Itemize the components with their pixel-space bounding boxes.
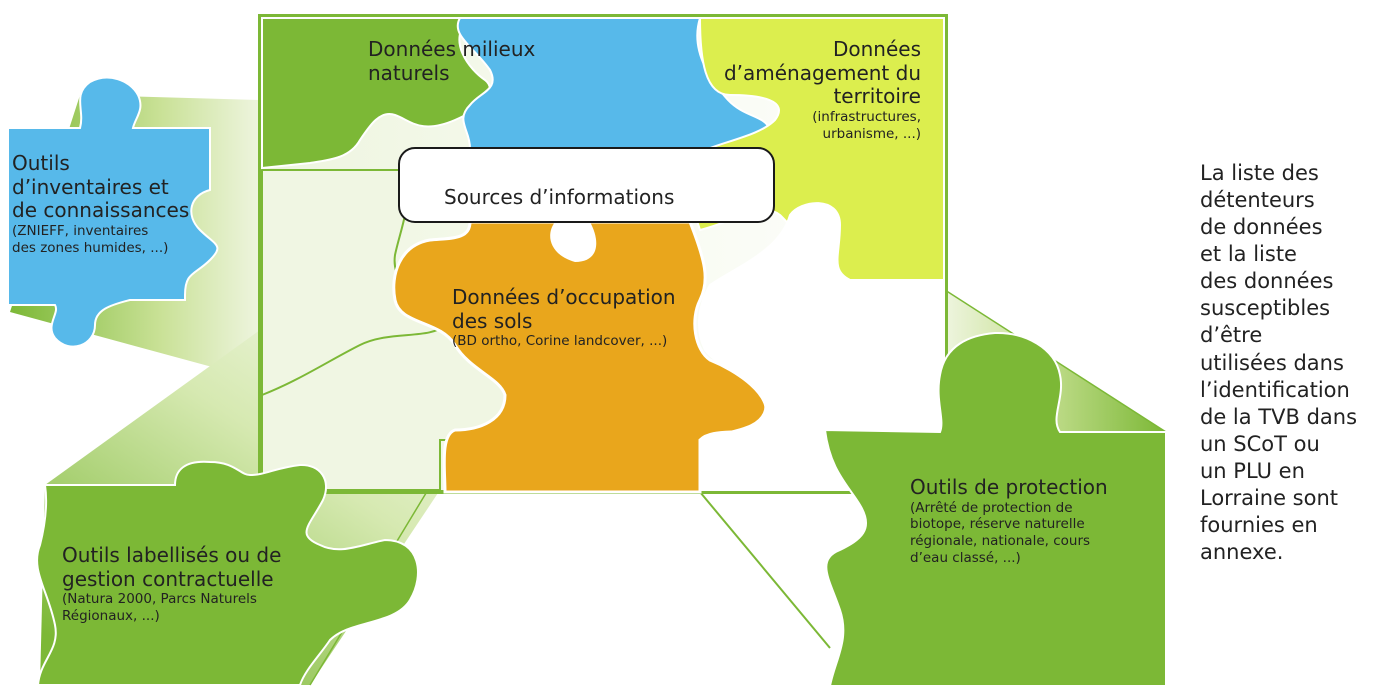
inventaires-label: Outils d’inventaires et de connaissances… [12, 151, 190, 257]
hole-in-orange [550, 222, 597, 262]
milieux-title-line: naturels [368, 60, 450, 85]
protection-detail-line: régionale, nationale, cours [910, 533, 1091, 550]
side-note-line: fournies en [1200, 513, 1318, 538]
protection-detail-line: (Arrêté de protection de [910, 499, 1073, 516]
labellises-title-line: gestion contractuelle [62, 566, 274, 591]
amenagement-detail-line: urbanisme, ...) [822, 125, 921, 142]
milieux-title-line: Données milieux [368, 37, 536, 61]
sources-label: Sources d’informations [444, 185, 675, 209]
labellises-label: Outils labellisés ou de gestion contract… [62, 543, 282, 625]
side-note-line: des données [1200, 269, 1334, 294]
inventaires-piece [7, 76, 219, 348]
side-note-line: utilisées dans [1200, 350, 1344, 375]
protection-label: Outils de protection (Arrêté de protecti… [910, 475, 1108, 567]
amenagement-title-line: territoire [833, 84, 921, 109]
side-note-line: de données [1200, 215, 1323, 240]
labellises-piece [36, 460, 419, 686]
occupation-label: Données d’occupation des sols (BD ortho,… [452, 285, 676, 350]
connector-line [261, 324, 446, 396]
side-note-line: annexe. [1200, 540, 1284, 565]
inventaires-detail-line: des zones humides, ...) [12, 239, 169, 256]
side-note-line: l’identification [1200, 377, 1350, 402]
inventaires-title-line: Outils [12, 151, 70, 175]
labellises-detail-line: (Natura 2000, Parcs Naturels [62, 591, 257, 608]
milieux-title: Données milieux naturels [368, 37, 536, 85]
side-note-line: de la TVB dans [1200, 404, 1358, 429]
occupation-title-line: Données d’occupation [452, 285, 676, 309]
labellises-title-line: Outils labellisés ou de [62, 543, 282, 567]
amenagement-detail-line: (infrastructures, [812, 108, 921, 125]
labellises-detail-line: Régionaux, ...) [62, 608, 160, 625]
side-note: La liste des détenteurs de données et la… [1200, 160, 1357, 566]
side-note-line: Lorraine sont [1200, 485, 1339, 510]
protection-line [699, 491, 831, 649]
protection-detail-line: d’eau classé, ...) [910, 550, 1021, 567]
protection-detail-line: biotope, réserve naturelle [910, 516, 1085, 533]
side-note-line: un PLU en [1200, 458, 1305, 483]
milieux-piece [261, 17, 491, 170]
occupation-title-line: des sols [452, 308, 533, 333]
inventaires-title-line: de connaissances [12, 198, 190, 223]
protection-piece [823, 331, 1167, 686]
inventaires-title-line: d’inventaires et [12, 174, 169, 199]
side-note-line: et la liste [1200, 242, 1297, 267]
amenagement-label: Données d’aménagement du territoire (inf… [723, 37, 921, 143]
side-note-line: d’être [1200, 323, 1263, 348]
protection-title-line: Outils de protection [910, 475, 1108, 499]
side-note-line: un SCoT ou [1200, 431, 1320, 456]
side-note-line: détenteurs [1200, 188, 1315, 213]
amenagement-title-line: d’aménagement du [723, 60, 921, 85]
occupation-piece [392, 220, 769, 494]
side-note-line: susceptibles [1200, 296, 1331, 321]
sources-label-box: Sources d’informations [398, 147, 775, 223]
occupation-detail-line: (BD ortho, Corine landcover, ...) [452, 333, 668, 350]
side-note-line: La liste des [1200, 161, 1319, 185]
inventaires-detail-line: (ZNIEFF, inventaires [12, 222, 149, 239]
amenagement-title-line: Données [832, 37, 921, 61]
